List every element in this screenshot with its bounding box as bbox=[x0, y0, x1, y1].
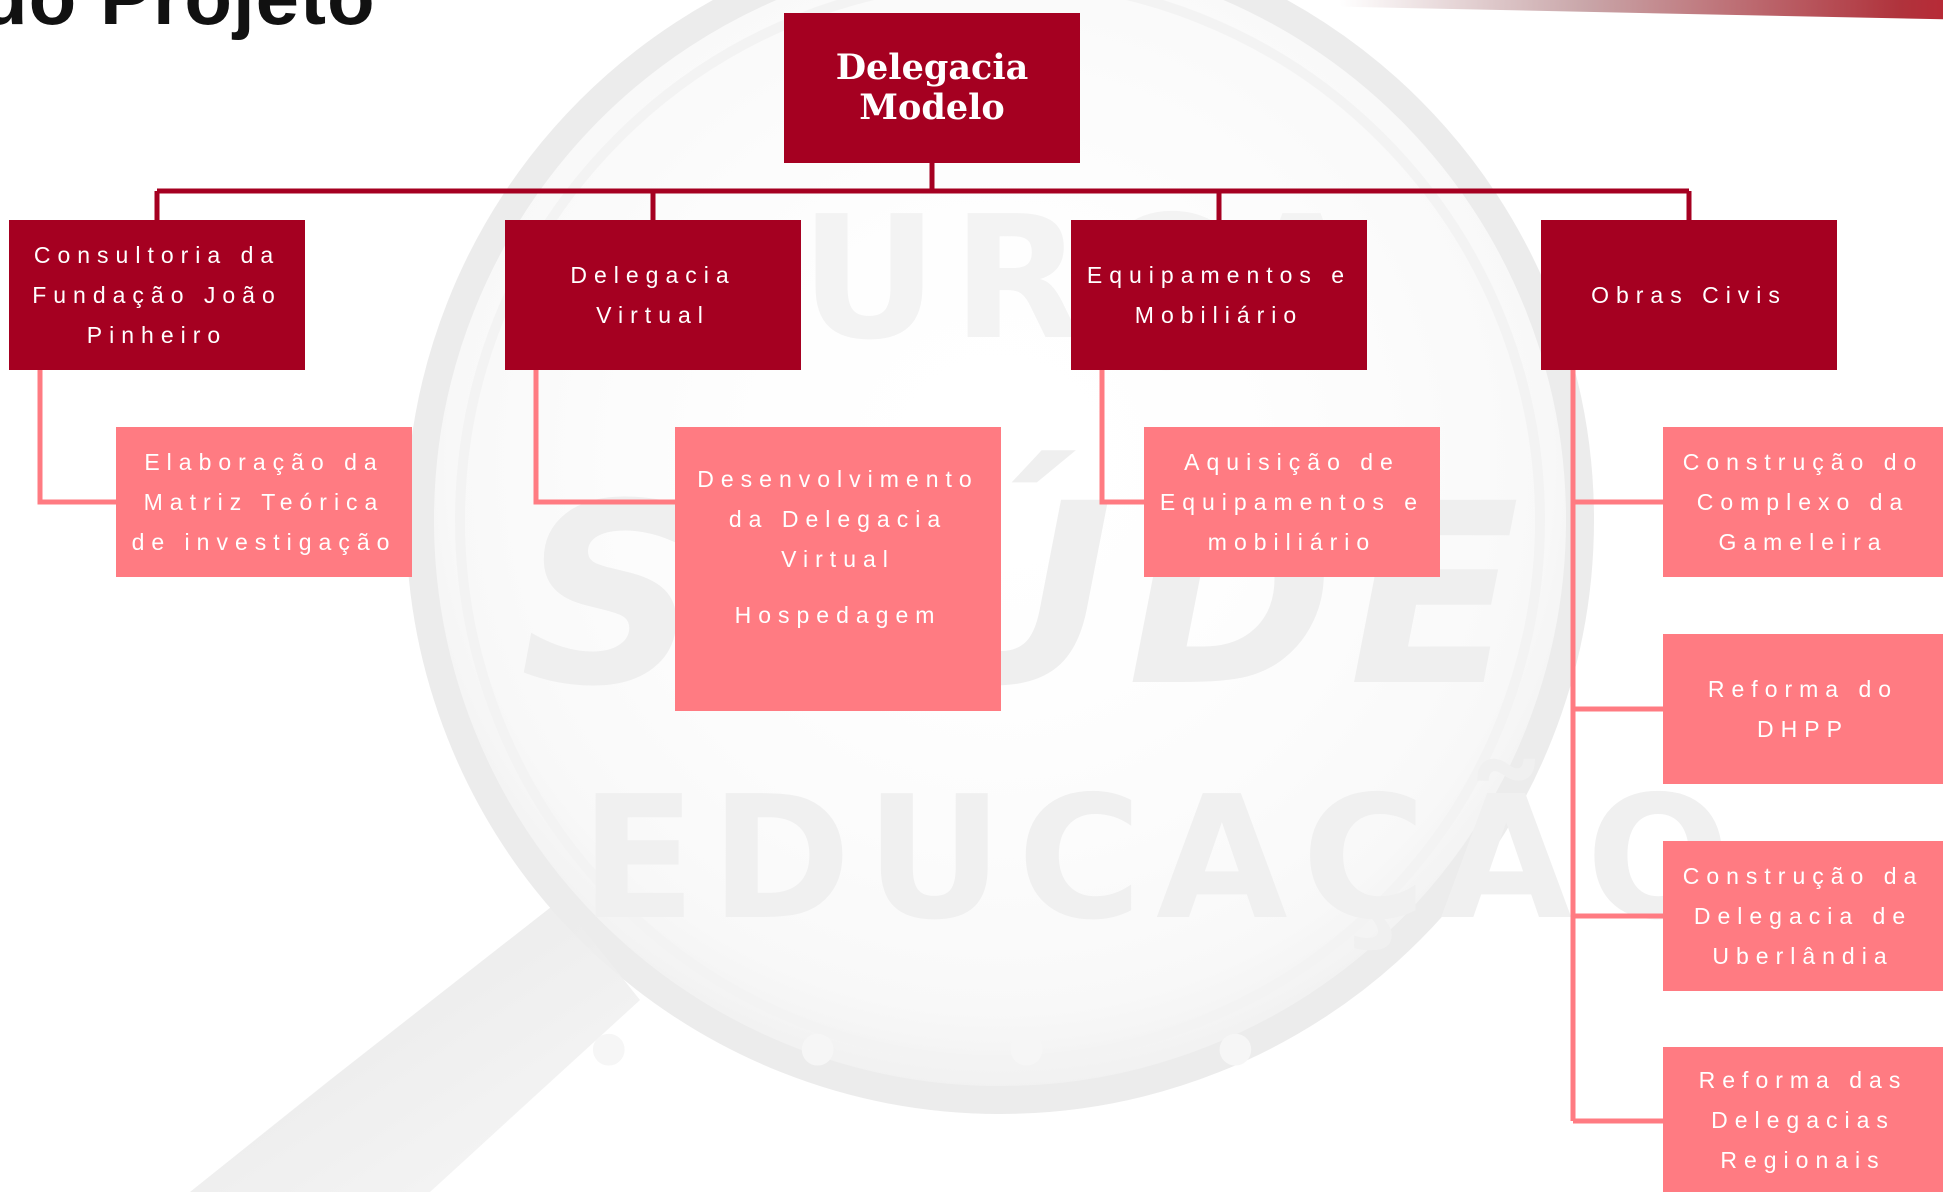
magnifier-handle bbox=[190, 900, 640, 1192]
sub-node-label: Construção da Delegacia de Uberlândia bbox=[1682, 863, 1924, 969]
root-node-label: Delegacia Modelo bbox=[835, 47, 1029, 128]
magnifier-lens-inner bbox=[455, 0, 1545, 1065]
sub-node-label: Aquisição de Equipamentos e mobiliário bbox=[1159, 449, 1425, 555]
sub-node-label: Desenvolvimento da Delegacia Virtual bbox=[697, 466, 979, 572]
sub-node-label: Elaboração da Matriz Teórica de investig… bbox=[131, 449, 397, 555]
connector-sub-3-1 bbox=[1099, 370, 1144, 505]
category-label: Delegacia Virtual bbox=[570, 262, 736, 328]
root-node: Delegacia Modelo bbox=[784, 13, 1080, 163]
watermark-word-4: • • • • bbox=[580, 1000, 1325, 1105]
sub-node-regionais: Reforma das Delegacias Regionais bbox=[1663, 1047, 1943, 1192]
category-node-equipamentos: Equipamentos e Mobiliário bbox=[1071, 220, 1367, 370]
connector-sub-1-1 bbox=[37, 370, 116, 505]
category-node-obras-civis: Obras Civis bbox=[1541, 220, 1837, 370]
category-node-delegacia-virtual: Delegacia Virtual bbox=[505, 220, 801, 370]
watermark-word-3: EDUCAÇÃO bbox=[580, 760, 1745, 958]
sub-node-gameleira: Construção do Complexo da Gameleira bbox=[1663, 427, 1943, 577]
sub-node-matriz-teorica: Elaboração da Matriz Teórica de investig… bbox=[116, 427, 412, 577]
page-title: do Projeto bbox=[0, 0, 376, 43]
category-label: Equipamentos e Mobiliário bbox=[1086, 262, 1352, 328]
connector-sub-2-1 bbox=[533, 370, 675, 505]
sub-node-dhpp: Reforma do DHPP bbox=[1663, 634, 1943, 784]
sub-node-aquisicao: Aquisição de Equipamentos e mobiliário bbox=[1144, 427, 1440, 577]
sub-node-label-secondary: Hospedagem bbox=[734, 602, 942, 628]
sub-node-uberlandia: Construção da Delegacia de Uberlândia bbox=[1663, 841, 1943, 991]
sub-node-desenvolvimento: Desenvolvimento da Delegacia Virtual Hos… bbox=[675, 427, 1001, 711]
category-label: Consultoria da Fundação João Pinheiro bbox=[32, 242, 282, 348]
sub-node-label: Reforma das Delegacias Regionais bbox=[1698, 1066, 1908, 1173]
sub-node-label: Construção do Complexo da Gameleira bbox=[1682, 449, 1924, 555]
category-label: Obras Civis bbox=[1591, 282, 1787, 308]
sub-node-label: Reforma do DHPP bbox=[1707, 676, 1899, 742]
category-node-consultoria: Consultoria da Fundação João Pinheiro bbox=[9, 220, 305, 370]
